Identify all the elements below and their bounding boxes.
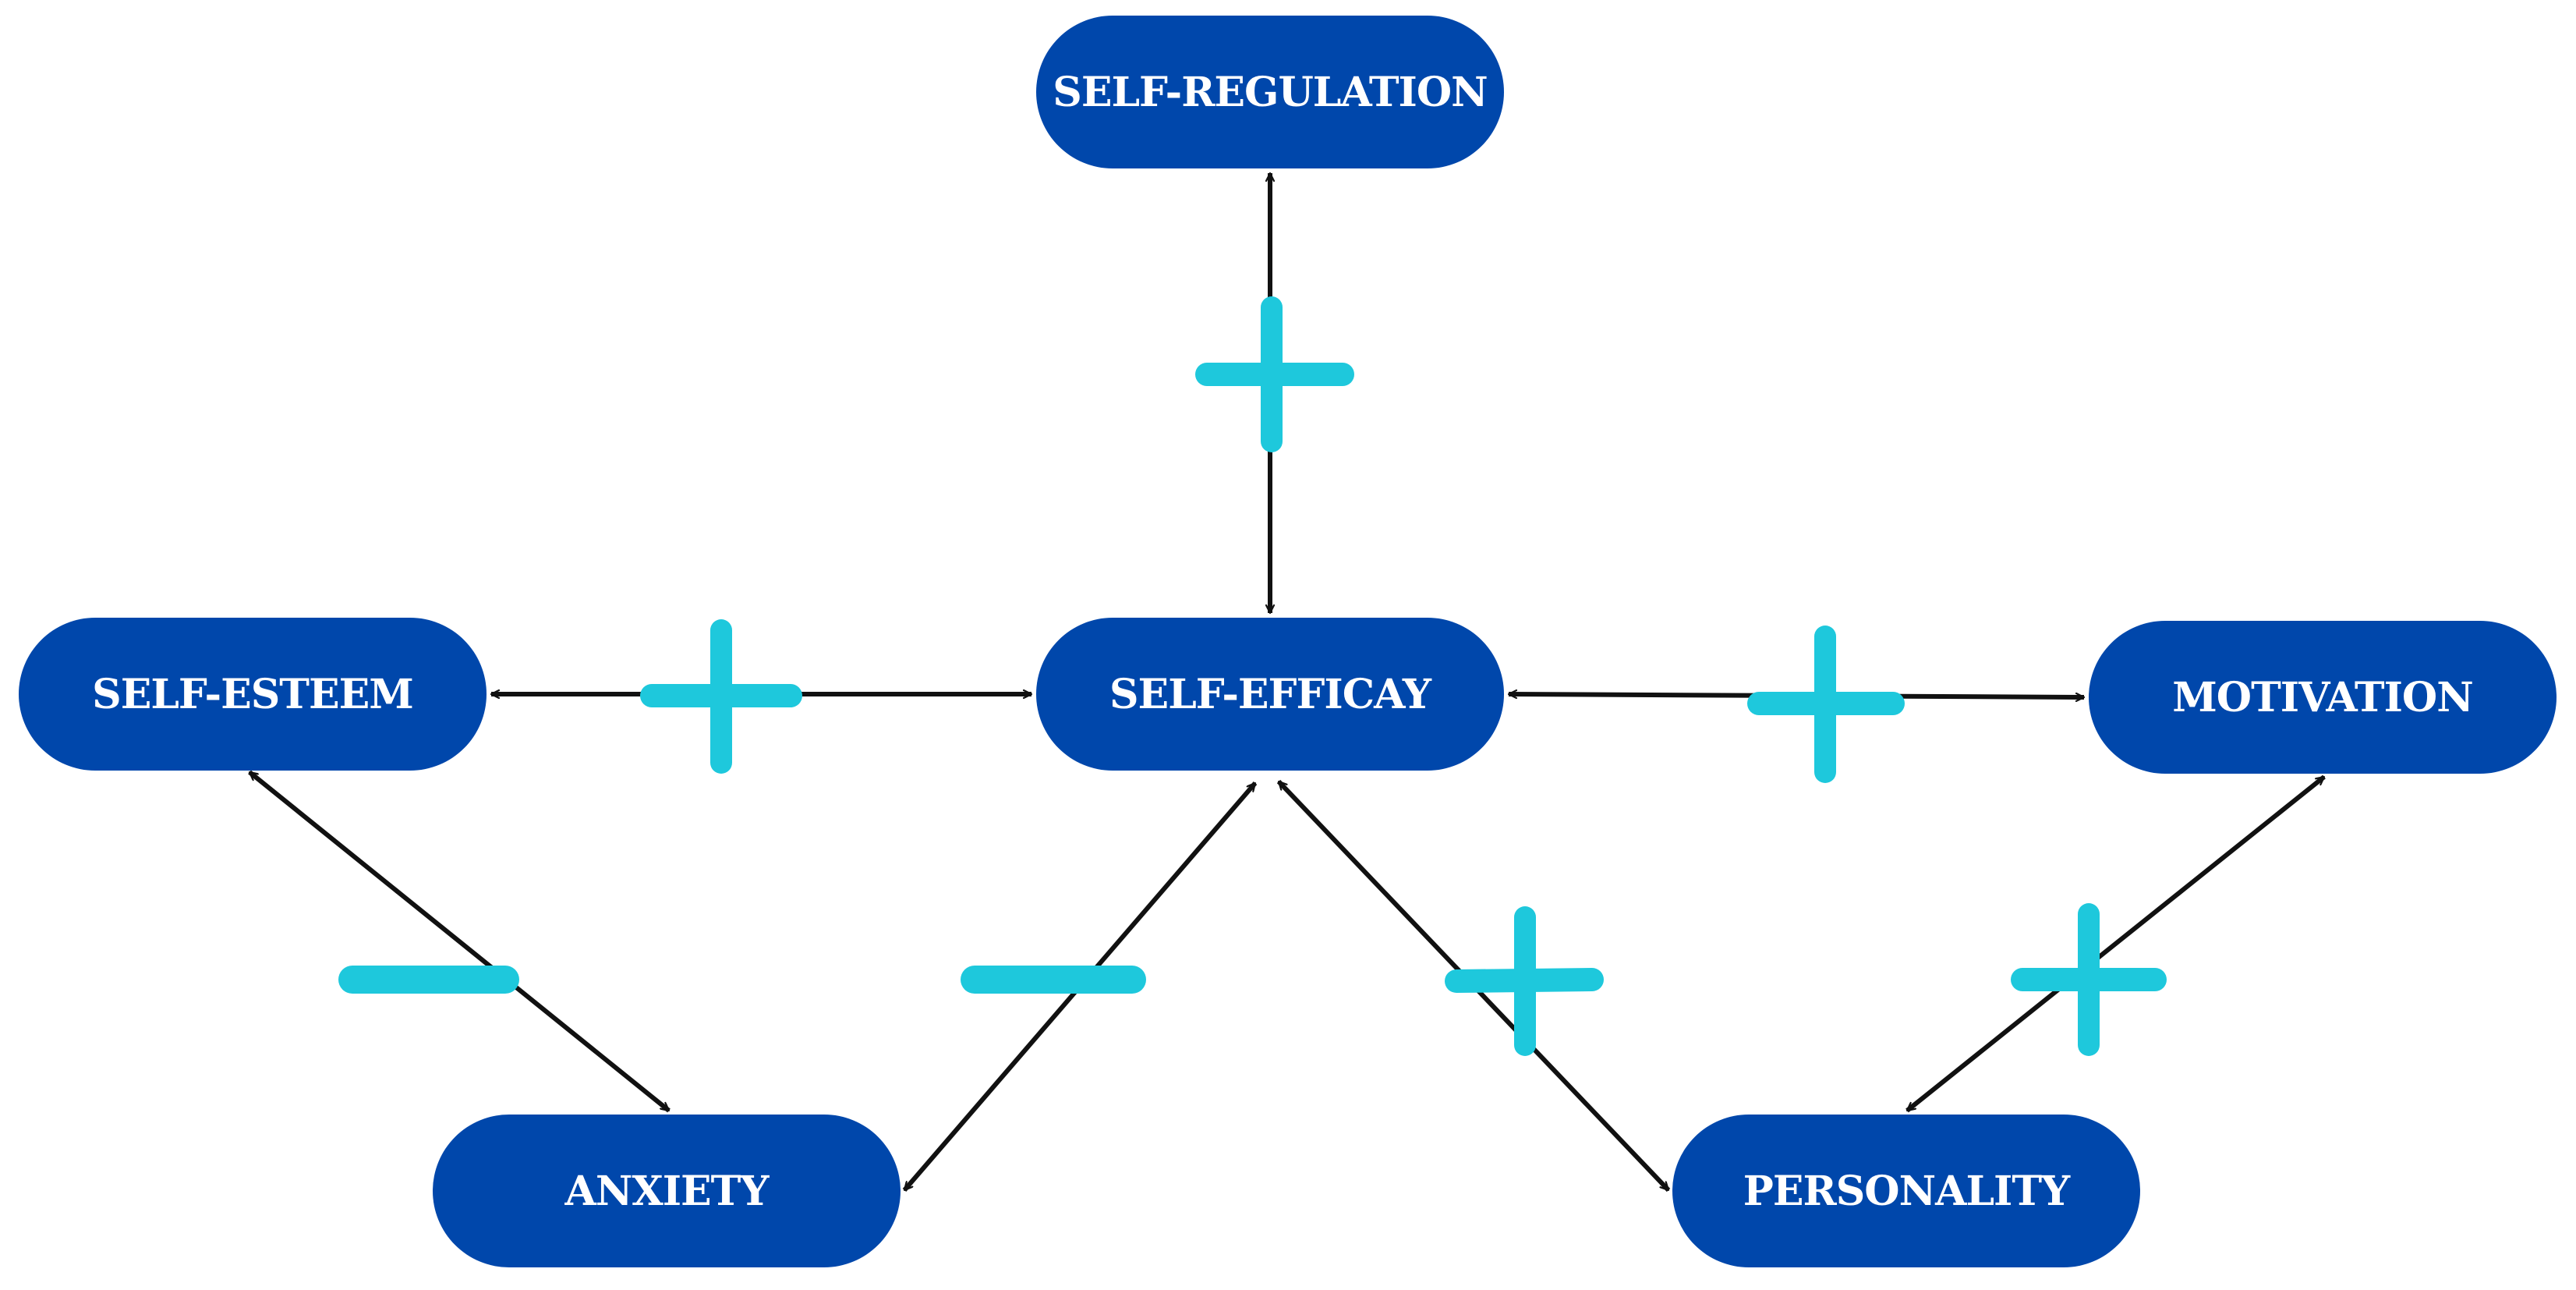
plus-sign-personality: [1445, 906, 1604, 1056]
node-anxiety: ANXIETY: [433, 1115, 901, 1267]
node-label-motivation: MOTIVATION: [2172, 673, 2474, 721]
node-motivation: MOTIVATION: [2089, 621, 2557, 774]
node-self-efficacy: SELF-EFFICAY: [1036, 618, 1504, 771]
arrow-personality-motivation: [1905, 774, 2326, 1113]
plus-sign-motivation: [1747, 626, 1905, 783]
node-label-personality: PERSONALITY: [1743, 1167, 2070, 1215]
node-label-self-esteem: SELF-ESTEEM: [92, 670, 414, 718]
node-personality: PERSONALITY: [1672, 1115, 2140, 1267]
node-label-anxiety: ANXIETY: [564, 1167, 770, 1215]
node-self-regulation: SELF-REGULATION: [1036, 16, 1504, 168]
arrow-self-esteem-anxiety: [248, 770, 671, 1113]
plus-sign-self-esteem: [640, 619, 802, 774]
node-label-self-efficacy: SELF-EFFICAY: [1109, 670, 1431, 718]
node-label-self-regulation: SELF-REGULATION: [1053, 68, 1488, 116]
plus-sign-personality-motivation: [2011, 903, 2167, 1056]
plus-sign-self-regulation: [1195, 296, 1354, 452]
node-self-esteem: SELF-ESTEEM: [19, 618, 487, 771]
